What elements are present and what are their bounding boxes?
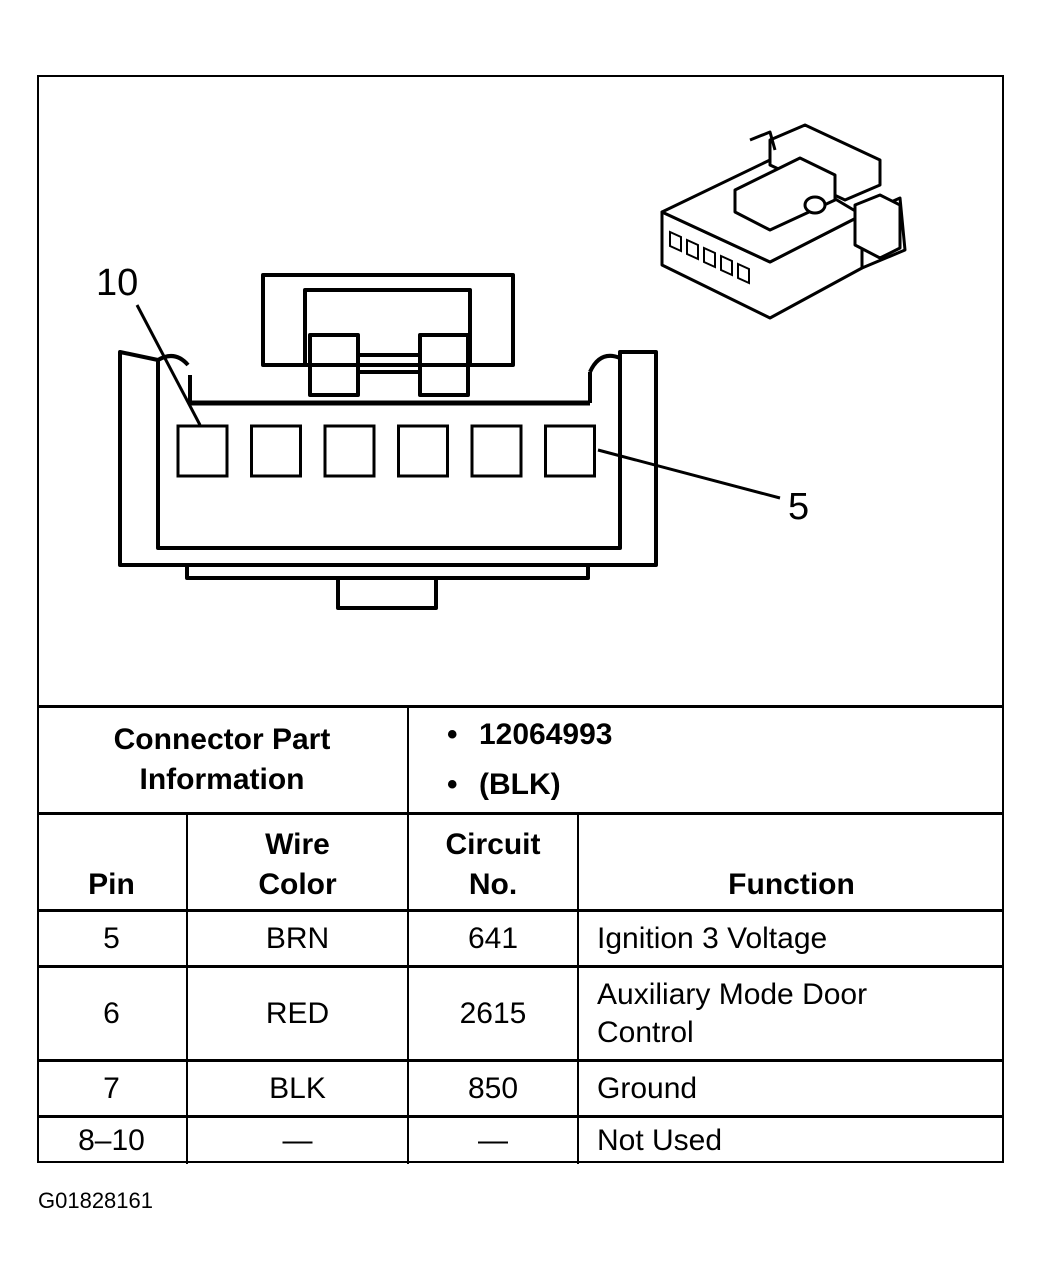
- pin-table: Pin Wire Color Circuit No. Function 5 BR…: [37, 815, 1004, 1164]
- connector-info-row: Connector Part Information 12064993 (BLK…: [37, 705, 1004, 815]
- circuit-cell: 850: [408, 1060, 579, 1118]
- inset-latch: [768, 123, 882, 202]
- header-function: Function: [578, 815, 1004, 912]
- wire-color-cell: —: [187, 1116, 409, 1164]
- wire-color-cell: BRN: [187, 910, 409, 968]
- bottom-key: [336, 576, 438, 610]
- latch-tab-left: [308, 333, 360, 397]
- latch-tab-right: [418, 333, 470, 397]
- inset-cavity: [737, 262, 750, 285]
- header-wire-color: Wire Color: [187, 815, 409, 912]
- connector-drawing: 10 5: [96, 123, 907, 610]
- inset-cavity: [686, 238, 699, 261]
- pin-cell: 6: [37, 966, 188, 1062]
- pin-cavities: [176, 424, 596, 478]
- connector-info-table: Connector Part Information 12064993 (BLK…: [37, 705, 1004, 815]
- connector-face-svg: [118, 123, 907, 610]
- connector-info-values: 12064993 (BLK): [408, 705, 1004, 815]
- leader-line-pin-10: [135, 304, 202, 426]
- pin-cavity: [250, 424, 302, 478]
- table-row: 5 BRN 641 Ignition 3 Voltage: [37, 910, 1004, 968]
- pin-cavity: [323, 424, 376, 478]
- circuit-cell: 2615: [408, 966, 579, 1062]
- function-cell: Auxiliary Mode Door Control: [578, 966, 1004, 1062]
- header-pin: Pin: [37, 815, 188, 912]
- pin-cavity: [544, 424, 596, 478]
- pin-5-label: 5: [788, 486, 810, 528]
- table-row: 8–10 — — Not Used: [37, 1116, 1004, 1164]
- circuit-cell: —: [408, 1116, 579, 1164]
- wire-color-cell: BLK: [187, 1060, 409, 1118]
- pin-cell: 8–10: [37, 1116, 188, 1164]
- latch-inner: [303, 288, 472, 367]
- inset-cavity: [703, 246, 716, 269]
- connector-inset: [660, 123, 907, 320]
- inset-cavities: [669, 230, 750, 285]
- connector-body: [118, 350, 658, 567]
- table-row: 7 BLK 850 Ground: [37, 1060, 1004, 1118]
- wire-color-cell: RED: [187, 966, 409, 1062]
- pin-table-header: Pin Wire Color Circuit No. Function: [37, 815, 1004, 912]
- function-cell: Ground: [578, 1060, 1004, 1118]
- pin-cell: 7: [37, 1060, 188, 1118]
- header-circuit: Circuit No.: [408, 815, 579, 912]
- function-cell: Not Used: [597, 1124, 723, 1157]
- table-row: 6 RED 2615 Auxiliary Mode Door Control: [37, 966, 1004, 1062]
- connector-color: (BLK): [447, 760, 1004, 810]
- circuit-cell: 641: [408, 910, 579, 968]
- inset-cavity: [720, 254, 733, 277]
- inset-cavity: [669, 230, 682, 253]
- pin-10-label: 10: [96, 262, 139, 304]
- function-cell: Ignition 3 Voltage: [578, 910, 1004, 968]
- figure-id: G01828161: [38, 1188, 153, 1213]
- connector-info-header: Connector Part Information: [37, 705, 409, 815]
- pin-cavity: [470, 424, 523, 478]
- part-number: 12064993: [447, 710, 1004, 760]
- connector-face: [118, 273, 658, 610]
- inset-latch-tab: [733, 156, 837, 232]
- pin-cavity: [176, 424, 229, 478]
- pin-cell: 5: [37, 910, 188, 968]
- pin-cavity: [397, 424, 449, 478]
- leader-line-pin-5: [597, 448, 781, 500]
